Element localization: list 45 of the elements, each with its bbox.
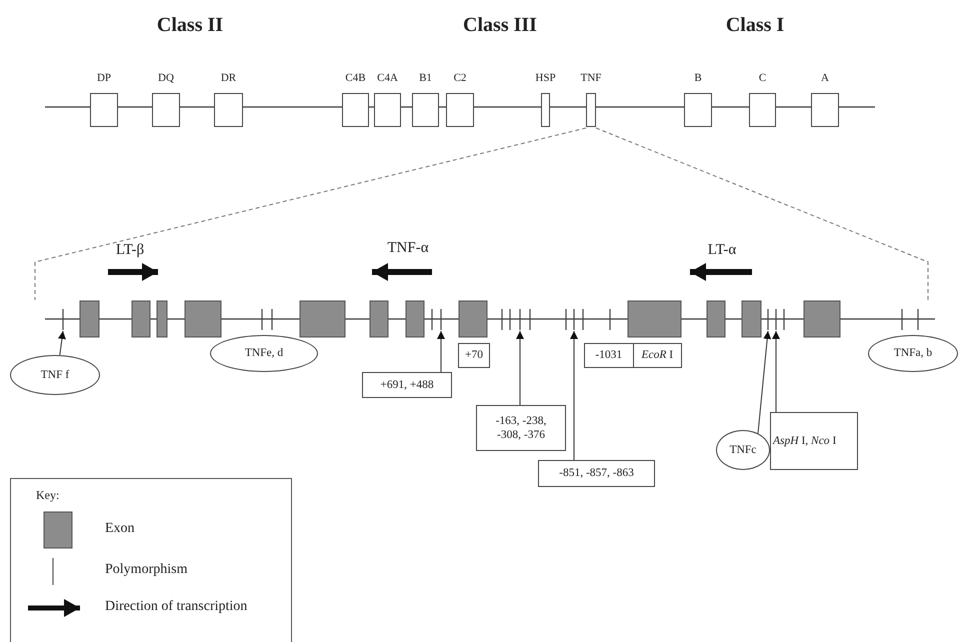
polymorphism-ellipse: TNF f (10, 355, 100, 395)
polymorphism-mark (767, 309, 769, 330)
gene-label: TNF (580, 72, 602, 84)
gene-label: B (693, 72, 703, 84)
polymorphism-box: AspH I, Nco I (770, 412, 858, 470)
leader-line (58, 330, 66, 356)
gene-label: C (758, 72, 768, 84)
leader-line (570, 330, 578, 460)
polymorphism-box: -851, -857, -863 (538, 460, 655, 487)
class-heading: Class III (462, 14, 538, 37)
polymorphism-mark (775, 309, 777, 330)
polymorphism-table (584, 343, 682, 368)
class-heading: Class I (724, 14, 786, 37)
gene-label: A (820, 72, 830, 84)
table-cell: EcoR I (632, 344, 681, 367)
class-heading: Class II (156, 14, 224, 37)
gene-label: C2 (452, 72, 468, 84)
gene-label: C4A (376, 72, 399, 84)
table-cell-text: -1031 (594, 348, 624, 364)
gene-label: DP (96, 72, 112, 84)
gene-label: B1 (418, 72, 433, 84)
key-heading: Key: (36, 488, 60, 503)
legend-label: Exon (105, 521, 135, 537)
legend-label: Polymorphism (105, 562, 188, 578)
leader-line (437, 330, 445, 372)
polymorphism-mark (440, 309, 442, 330)
polymorphism-box: -163, -238, -308, -376 (476, 405, 566, 451)
gene-name: LT-α (706, 242, 738, 259)
polymorphism-ellipse: TNFa, b (868, 335, 958, 372)
polymorphism-mark (62, 309, 64, 330)
polymorphism-mark (573, 309, 575, 330)
polymorphism-box: +70 (458, 343, 490, 368)
leader-line (516, 330, 524, 406)
gene-label: DQ (157, 72, 175, 84)
leader-line (772, 330, 780, 412)
polymorphism-ellipse: TNFc (716, 430, 770, 470)
gene-name: TNF-α (386, 240, 430, 257)
polymorphism-box: +691, +488 (362, 372, 452, 398)
leader-line (758, 330, 772, 434)
legend-label: Direction of transcription (105, 599, 248, 615)
gene-label: HSP (534, 72, 557, 84)
gene-name: LT-β (114, 242, 146, 259)
polymorphism-ellipse: TNFe, d (210, 335, 318, 372)
gene-label: DR (220, 72, 238, 84)
polymorphism-mark (519, 309, 521, 330)
